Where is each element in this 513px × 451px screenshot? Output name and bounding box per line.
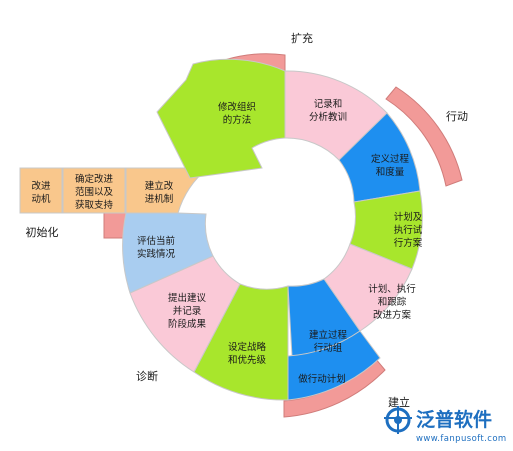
seg-build-group-label: 建立过程行动组 [309, 329, 348, 354]
box-motive-label: 改进动机 [31, 180, 51, 205]
box-mechanism-label: 建立改进机制 [145, 180, 174, 205]
seg-propose-label: 提出建议并记录阶段成果 [168, 292, 207, 330]
box-motive [19, 167, 63, 214]
phase-act-label: 行动 [446, 110, 468, 123]
phase-init-label: 初始化 [26, 225, 59, 239]
seg-modify-label: 修改组织的方法 [218, 101, 256, 126]
fanpu-logo-url: www.fanpusoft.com [416, 434, 507, 444]
seg-record-label: 记录和分析教训 [309, 98, 347, 123]
box-scope-label: 确定改进范围以及获取支持 [75, 173, 114, 211]
fanpu-logo-icon [384, 406, 412, 434]
box-scope [62, 167, 126, 214]
seg-assess-label: 评估当前实践情况 [137, 235, 176, 260]
phase-build-label: 建立 [388, 395, 410, 409]
band-act [385, 86, 463, 187]
seg-strategy-label: 设定战略和优先级 [228, 341, 267, 366]
seg-define-label: 定义过程和度量 [371, 153, 410, 178]
phase-expand-label: 扩充 [291, 31, 313, 45]
seg-modify-arrow [156, 58, 286, 179]
fanpu-logo: 泛普软件 www.fanpusoft.com [384, 406, 507, 444]
seg-plan-label: 计划及执行试行方案 [394, 211, 423, 249]
seg-assess [122, 212, 214, 294]
phase-diagnose-label: 诊断 [136, 369, 158, 383]
seg-plan-follow-label: 计划、执行和跟踪改进方案 [368, 283, 416, 321]
fanpu-logo-name: 泛普软件 [416, 408, 492, 431]
seg-action-plan-label: 做行动计划 [298, 373, 346, 385]
